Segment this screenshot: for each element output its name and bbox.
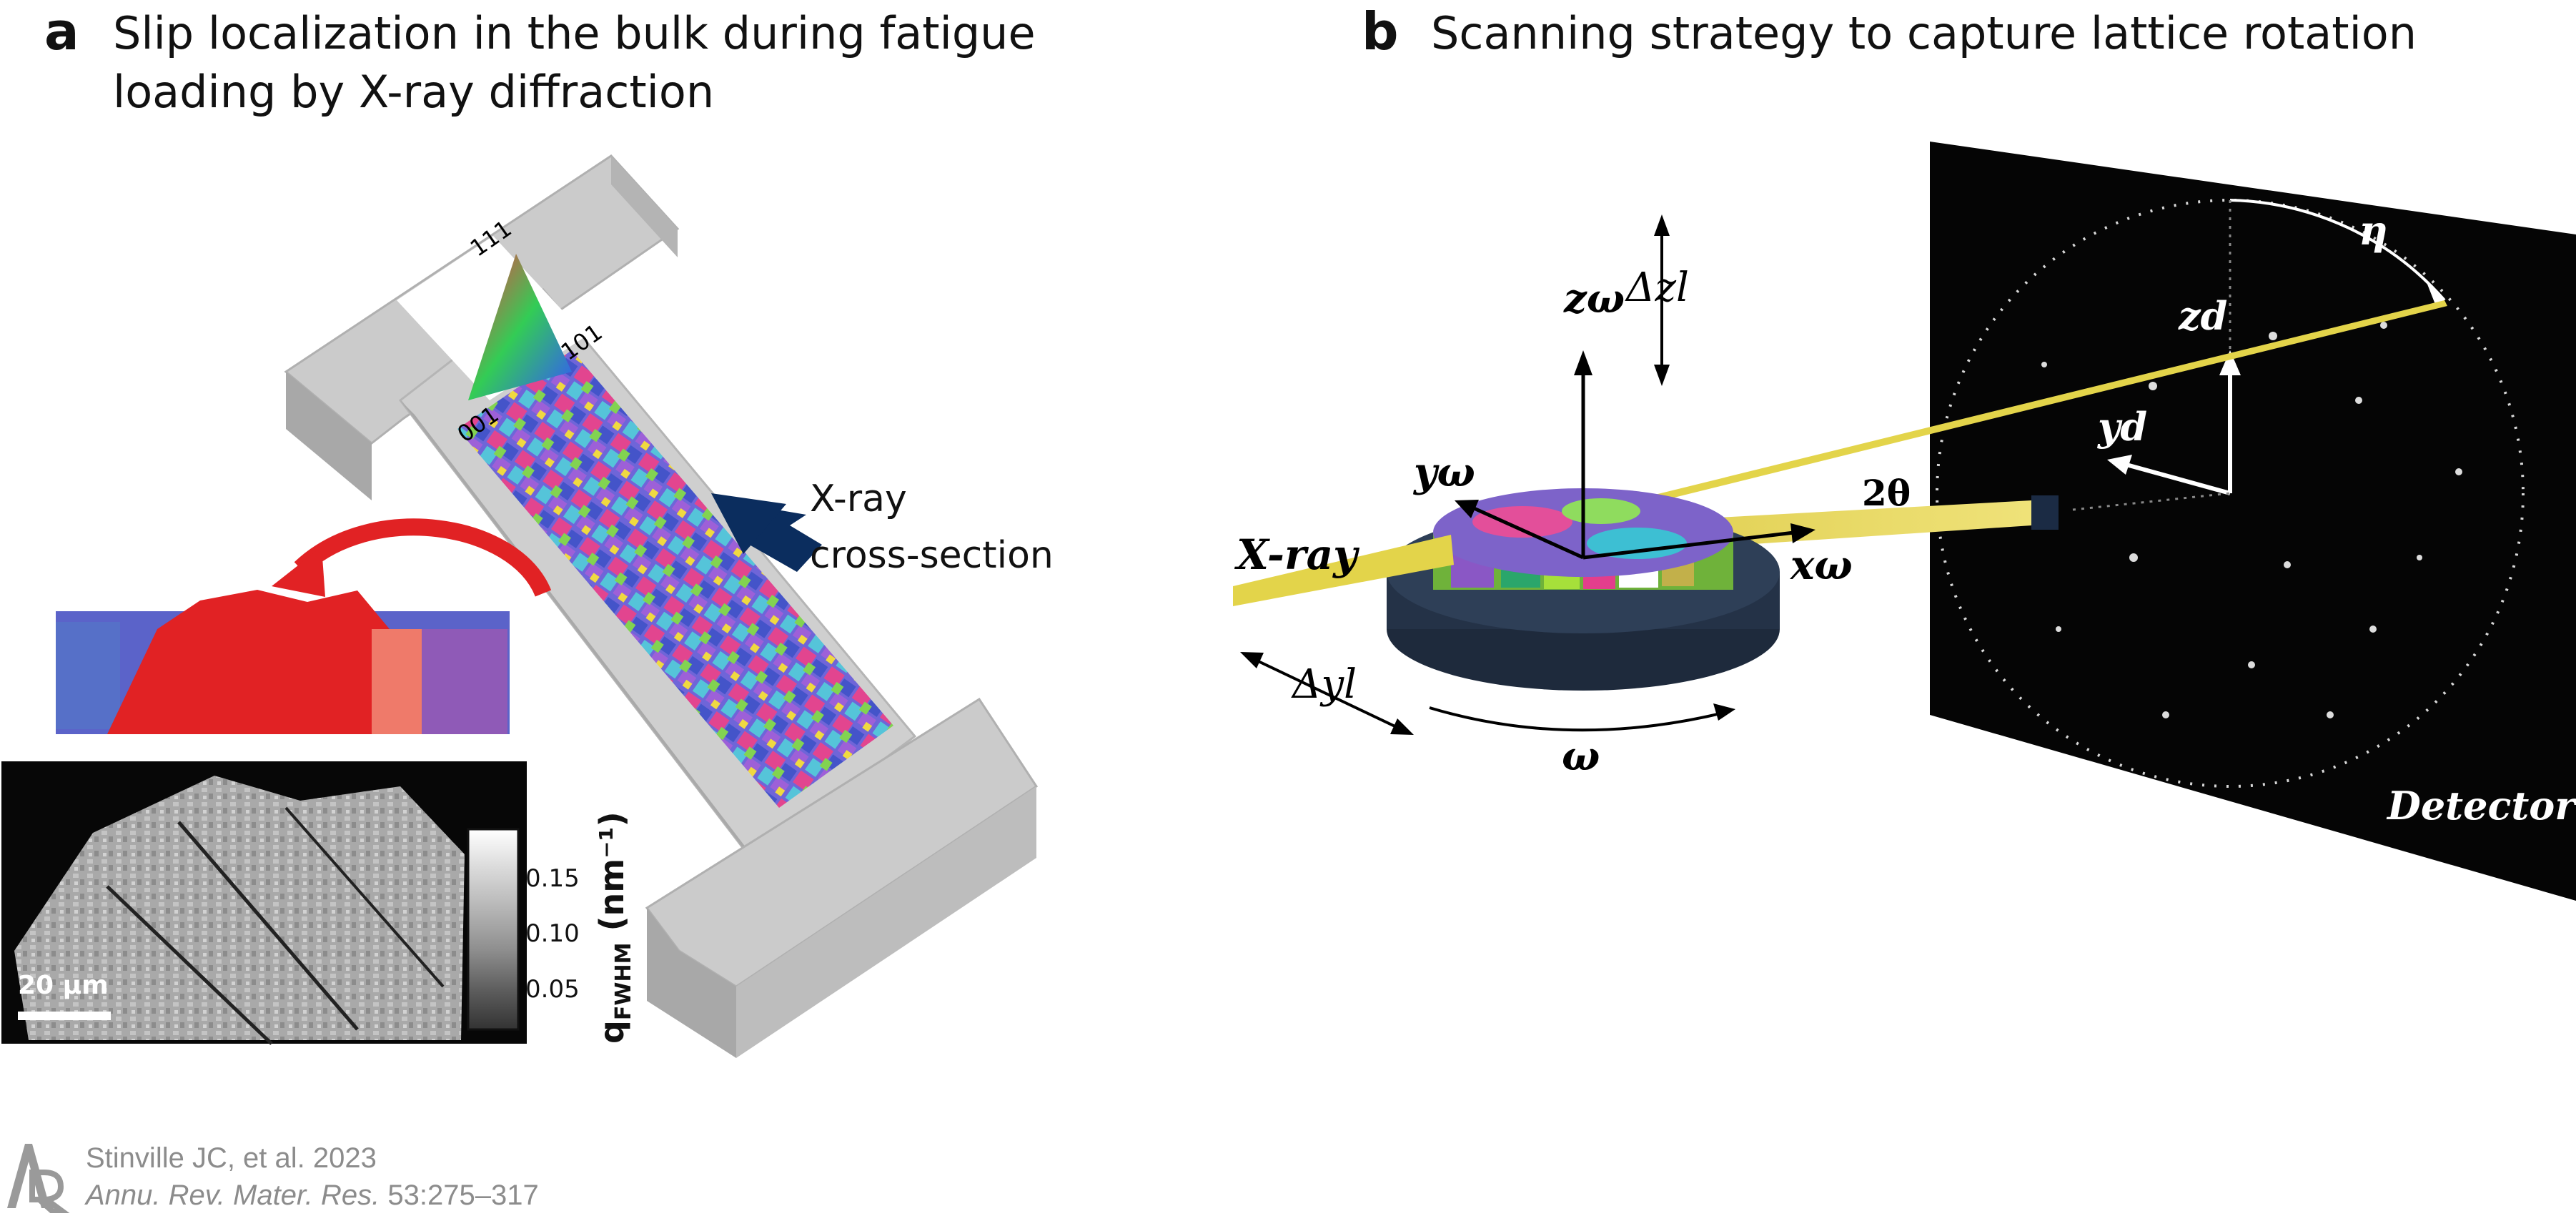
y-omega-axis (1471, 505, 1585, 560)
label-x-omega: xω (1790, 542, 1853, 589)
grain-map (457, 350, 893, 808)
credit-pages: 53:275–317 (380, 1180, 539, 1211)
label-z-omega: zω (1564, 275, 1625, 322)
colorbar-label: qFWHM (nm⁻¹) (593, 811, 636, 1044)
incident-beam (1233, 535, 1454, 606)
xray-cross-section-arrow (711, 493, 822, 572)
dy-arrow (1250, 656, 1402, 731)
xray-label-line2: cross-section (810, 534, 1054, 577)
omega-arrow (1429, 706, 1730, 732)
y-d-axis (2126, 463, 2231, 495)
detector (1930, 142, 2576, 901)
colorbar-label-q: q (593, 1020, 631, 1044)
scale-bar (18, 1012, 111, 1020)
credit-line1: Stinville JC, et al. 2023 (86, 1142, 377, 1174)
credit-line2: Annu. Rev. Mater. Res. 53:275–317 (86, 1180, 539, 1212)
label-y-omega: yω (1414, 449, 1475, 496)
panel-a-title-line1: Slip localization in the bulk during fat… (113, 7, 1036, 59)
label-eta: η (2359, 207, 2388, 254)
colorbar-tick: 0.10 (525, 919, 580, 948)
label-delta-y: Δyl (1292, 661, 1357, 708)
panel-a-title-line2: loading by X-ray diffraction (113, 66, 715, 118)
annual-reviews-logo (0, 1130, 72, 1215)
scale-bar-label: 20 µm (18, 971, 109, 1000)
colorbar-tick: 0.15 (525, 864, 580, 893)
label-xray: X-ray (1237, 530, 1357, 579)
colorbar: 0.15 0.10 0.05 qFWHM (nm⁻¹) (467, 811, 636, 1044)
panel-b-letter: b (1362, 1, 1399, 61)
label-y-d: yd (2098, 404, 2148, 450)
fwhm-map (1, 761, 527, 1045)
label-two-theta: 2θ (1862, 472, 1911, 514)
diffracted-beam (1501, 300, 2447, 540)
panel-b-title: Scanning strategy to capture lattice rot… (1431, 7, 2417, 59)
colorbar-tick: 0.05 (525, 975, 580, 1004)
panel-a-letter: a (44, 1, 79, 61)
label-delta-z: Δzl (1626, 265, 1689, 311)
panel-a-title: Slip localization in the bulk during fat… (113, 4, 1036, 122)
label-z-d: zd (2179, 293, 2228, 339)
red-curved-arrow (294, 518, 552, 597)
cross-section-strip (56, 590, 510, 734)
specimen-dogbone (284, 154, 1039, 1058)
colorbar-label-sub: FWHM (611, 943, 636, 1021)
sample-axes (1240, 214, 1815, 735)
xray-label-line1: X-ray (810, 478, 907, 520)
beam-stop (2031, 495, 2059, 530)
label-omega: ω (1562, 733, 1600, 780)
credit-journal: Annu. Rev. Mater. Res. (86, 1180, 380, 1211)
eta-arc (2229, 199, 2446, 302)
x-omega-axis (1582, 530, 1795, 560)
sample-disc (1387, 488, 1780, 691)
colorbar-label-unit: (nm⁻¹) (593, 811, 631, 942)
label-detector: Detector (2387, 783, 2575, 829)
